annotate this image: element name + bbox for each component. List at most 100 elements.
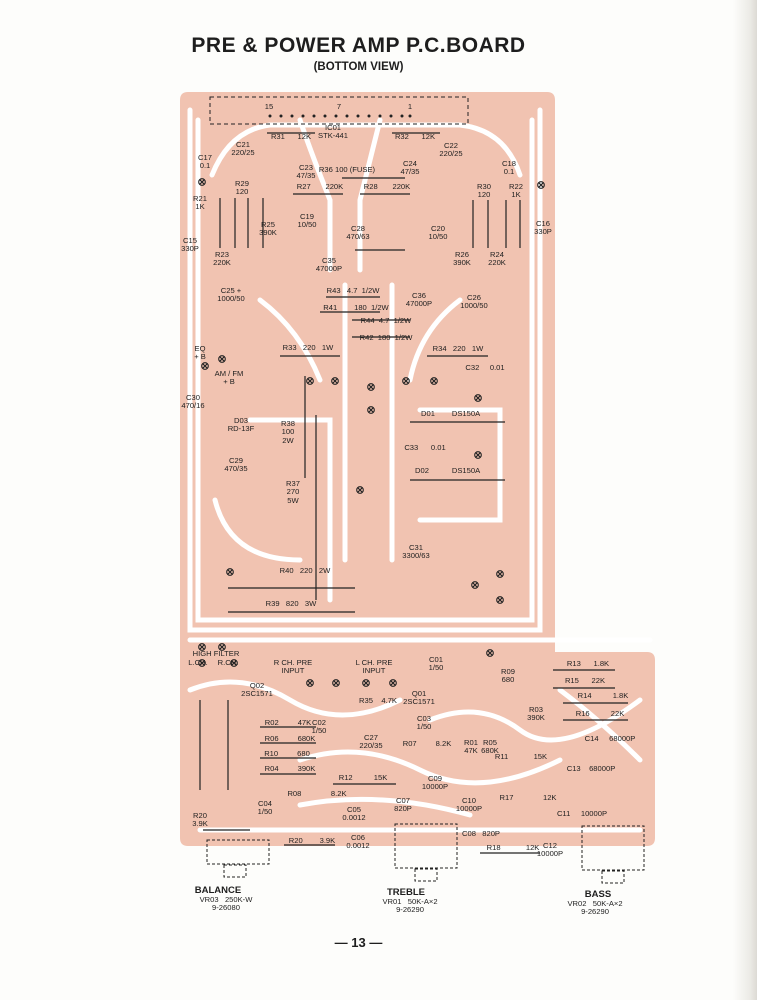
component-label: C31 3300/63: [402, 543, 430, 561]
component-label: C09 10000P: [421, 774, 449, 792]
mounting-hole-icon: [306, 377, 314, 385]
component-label: R02 47K: [264, 718, 312, 727]
component-label: R41 180 1/2W: [323, 303, 389, 312]
mounting-hole-icon: [474, 394, 482, 402]
component-label: R40 220 2W: [279, 566, 331, 575]
component-label: C10 10000P: [455, 796, 483, 814]
copper-traces: [187, 107, 653, 833]
component-label: R18 12K: [486, 843, 540, 852]
component-label: R27 220K: [296, 182, 344, 191]
component-label: R08 8.2K: [287, 789, 347, 798]
component-label: R37 270 5W: [286, 479, 300, 505]
component-label: R20 3.9K: [192, 811, 208, 829]
component-label: R CH. PRE INPUT: [273, 658, 313, 676]
ic-pins: [268, 114, 412, 118]
component-label: R05 680K: [481, 738, 499, 756]
component-label: C18 0.1: [502, 159, 516, 177]
component-label: C22 220/25: [439, 141, 463, 159]
component-label: R13 1.8K: [566, 659, 610, 668]
component-label: C07 820P: [394, 796, 412, 814]
component-label: R35 4.7K: [359, 696, 397, 705]
mounting-hole-icon: [486, 649, 494, 657]
board-outline: [180, 92, 655, 846]
component-label: Q02 2SC1571: [241, 681, 273, 699]
component-label: R12 15K: [338, 773, 388, 782]
component-label: R42 180 1/2W: [359, 333, 413, 342]
mounting-hole-icon: [389, 679, 397, 687]
component-label: VR03 250K-W 9-26080: [199, 895, 253, 913]
mounting-hole-icon: [471, 581, 479, 589]
component-label: C15 330P: [181, 236, 199, 254]
component-label: R15 22K: [564, 676, 606, 685]
component-label: C29 470/35: [224, 456, 248, 474]
component-label: R07 8.2K: [402, 739, 452, 748]
component-label: R.CH.: [217, 658, 239, 667]
component-label: VR01 50K-A×2 9-26290: [382, 897, 438, 915]
component-label: R10 680: [264, 749, 310, 758]
component-label: R24 220K: [488, 250, 506, 268]
component-label: L.CH.: [188, 658, 208, 667]
mounting-hole-icon: [356, 486, 364, 494]
component-label: EQ + B: [194, 344, 206, 362]
component-label: C03 1/50: [416, 714, 432, 732]
mounting-hole-icon: [201, 362, 209, 370]
component-label: R11 15K: [494, 752, 548, 761]
component-label: C33 0.01: [404, 443, 446, 452]
component-label: C27 220/35: [359, 733, 383, 751]
component-label: R31 12K: [270, 132, 312, 141]
mounting-hole-icon: [496, 570, 504, 578]
mounting-hole-icon: [496, 596, 504, 604]
mounting-hole-icon: [198, 178, 206, 186]
component-label: HIGH FILTER: [192, 649, 240, 658]
component-label: L CH. PRE INPUT: [355, 658, 393, 676]
component-label: R39 820 3W: [265, 599, 317, 608]
component-label: C32 0.01: [465, 363, 505, 372]
component-label: C36 47000P: [405, 291, 433, 309]
component-label: 7: [336, 102, 342, 111]
component-label: C06 0.0012: [346, 833, 370, 851]
mounting-hole-icon: [218, 643, 226, 651]
component-label: R26 390K: [453, 250, 471, 268]
component-label: C26 1000/50: [460, 293, 488, 311]
component-label: R21 1K: [193, 194, 207, 212]
component-label: C13 68000P: [566, 764, 616, 773]
mounting-hole-icon: [367, 383, 375, 391]
mounting-hole-icon: [474, 451, 482, 459]
component-label: C04 1/50: [257, 799, 273, 817]
component-label: C19 10/50: [297, 212, 317, 230]
component-label: R30 120: [477, 182, 491, 200]
mounting-hole-icon: [537, 181, 545, 189]
component-label: Q01 2SC1571: [403, 689, 435, 707]
component-label: D03 RD-13F: [227, 416, 255, 434]
component-label: AM / FM + B: [214, 369, 244, 387]
mounting-hole-icon: [198, 643, 206, 651]
component-label: R34 220 1W: [432, 344, 484, 353]
page-edge-shadow: [733, 0, 757, 1000]
component-label: 15: [264, 102, 274, 111]
component-label: R16 22K: [575, 709, 625, 718]
component-label: C08 820P: [462, 829, 500, 838]
component-label: R04 390K: [264, 764, 316, 773]
mounting-hole-icon: [226, 568, 234, 576]
mounting-hole-icon: [306, 679, 314, 687]
component-label: R09 680: [501, 667, 515, 685]
mounting-hole-icon: [362, 679, 370, 687]
component-label: C11 10000P: [556, 809, 608, 818]
component-label: C16 330P: [534, 219, 552, 237]
component-label: C35 47000P: [315, 256, 343, 274]
mounting-hole-icon: [198, 659, 206, 667]
mounting-hole-icon: [402, 377, 410, 385]
pot-outlines: [206, 823, 645, 884]
component-label: R25 390K: [259, 220, 277, 238]
component-label: R36 100 (FUSE): [318, 165, 376, 174]
page-subtitle: (BOTTOM VIEW): [313, 61, 404, 73]
component-label: R33 220 1W: [282, 343, 334, 352]
component-label: R38 100 2W: [281, 419, 295, 445]
control-name-label: BALANCE: [194, 885, 242, 896]
component-label: R14 1.8K: [577, 691, 629, 700]
component-label: D01: [421, 409, 435, 418]
mounting-holes: [198, 178, 545, 687]
component-label: 1: [407, 102, 413, 111]
component-leads: [199, 132, 628, 854]
